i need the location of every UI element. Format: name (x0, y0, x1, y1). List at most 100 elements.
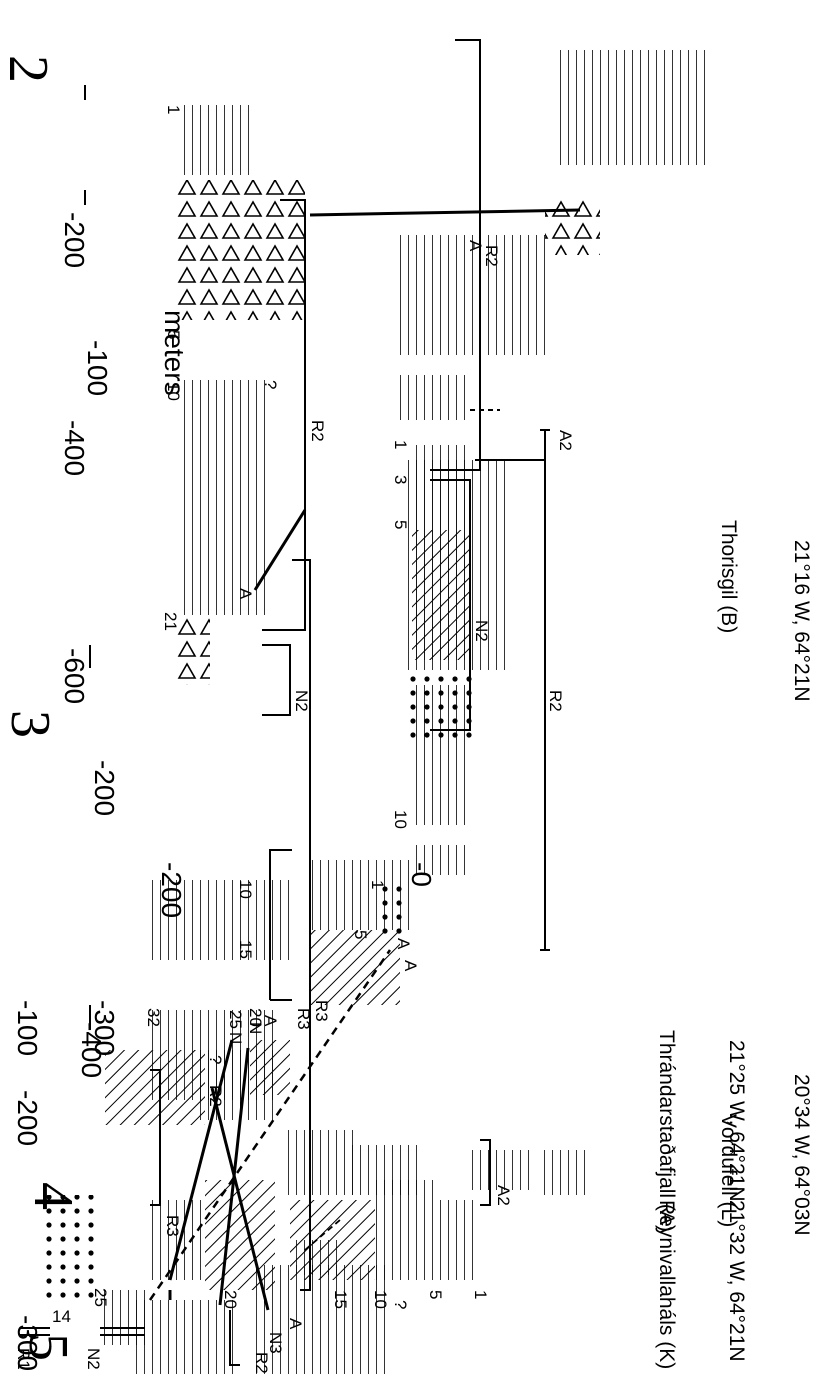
marker-A: A (401, 960, 420, 972)
location-coords: 21°32 W, 64°21N (725, 1200, 748, 1362)
lava-flow-stack (285, 1130, 360, 1195)
column-thorisgil: 3 -600 -400 -200 21 10 5 1 ? A N2 R2 (0, 39, 813, 740)
depth-tick: -100 (12, 1000, 43, 1056)
polarity-bracket (430, 479, 471, 731)
column-number: 2 (0, 55, 59, 83)
polarity-label: A (286, 1318, 305, 1330)
depth-tick: -200 (89, 760, 120, 816)
sediment-unit (310, 930, 400, 1005)
flow-number: 25 (91, 1288, 110, 1307)
lava-flow-stack (310, 860, 410, 930)
marker-A: A (236, 588, 255, 600)
flow-number: 1 (391, 440, 410, 449)
polarity-label: R1 (14, 1348, 33, 1370)
lava-flow-stack (465, 1150, 535, 1190)
polarity-bracket (480, 1139, 491, 1206)
sediment-unit (205, 1180, 275, 1290)
depth-tick: -200 (12, 1090, 43, 1146)
polarity-label: N (246, 1022, 265, 1034)
breccia-unit (175, 180, 305, 320)
flow-number: 25 (226, 1010, 245, 1029)
lava-flow-stack (395, 375, 465, 420)
lava-flow-stack (435, 1200, 475, 1280)
lava-flow-stack (145, 1200, 205, 1280)
polarity-label: R3 (294, 1008, 313, 1030)
polarity-label: N (226, 1032, 245, 1044)
polarity-bracket (269, 849, 292, 1001)
flow-number: 15 (331, 1290, 350, 1309)
depth-tick: -400 (59, 420, 90, 476)
lava-flow-stack (150, 880, 290, 960)
polarity-bracket (262, 644, 291, 716)
marker: ? (391, 1300, 410, 1309)
marker-A: A (394, 938, 413, 950)
lava-flow-stack (100, 1290, 150, 1345)
marker: ? (261, 380, 280, 389)
flow-number: 5 (164, 330, 183, 339)
depth-tick: -200 (59, 212, 90, 268)
marker-A: A (261, 1015, 280, 1027)
column-number: 4 (22, 1182, 84, 1210)
flow-number: 20 (221, 1290, 240, 1309)
flow-number: 5 (426, 1290, 445, 1299)
correlation-line (253, 509, 307, 591)
lava-flow-stack (540, 1150, 590, 1195)
flow-lines (20, 1327, 50, 1336)
lava-flow-stack (375, 1180, 435, 1280)
sediment-unit (105, 1050, 205, 1125)
flow-number: 21 (161, 612, 180, 631)
polarity-label: N2 (292, 690, 311, 712)
polarity-bracket (292, 559, 311, 1291)
flow-number: 15 (236, 940, 255, 959)
location-name: Thorisgil (B) (717, 520, 740, 633)
flow-number: 3 (391, 475, 410, 484)
lava-flow-stack (200, 1050, 280, 1120)
polarity-bracket (262, 199, 306, 631)
polarity-bracket (229, 1310, 240, 1366)
flow-number: 1 (368, 880, 387, 889)
lava-flow-stack (180, 105, 255, 175)
polarity-bracket (150, 1069, 161, 1206)
lava-flow-stack (560, 50, 710, 165)
flow-number: 10 (391, 810, 410, 829)
column-number: 3 (0, 710, 61, 738)
polarity-bracket (540, 429, 550, 951)
polarity-label: N3 (266, 1332, 285, 1354)
flow-number: 20 (246, 1008, 265, 1027)
location-coords: 20°34 W, 64°03N (790, 1074, 813, 1236)
polarity-label: N2 (84, 1348, 103, 1370)
lava-flow-stack (400, 235, 550, 355)
breccia-unit (175, 615, 210, 685)
conglomerate-unit (45, 1195, 100, 1305)
lava-flow-stack (180, 380, 270, 615)
polarity-label: R2 (546, 690, 565, 712)
lava-flow-stack (255, 1265, 385, 1374)
depth-tick: -0 (406, 862, 437, 887)
location-name: Thrándarstaðafjall (A) (655, 1030, 678, 1232)
flow-number: 10 (164, 382, 183, 401)
flow-number: 10 (236, 880, 255, 899)
column-number: 5 (17, 1333, 79, 1361)
polarity-label: A2 (556, 430, 575, 451)
depth-tick: -600 (59, 648, 90, 704)
polarity-label: R2 (482, 245, 501, 267)
depth-tick: -300 (12, 1315, 43, 1371)
polarity-label: N2 (472, 620, 491, 642)
depth-tick: -300 (89, 1000, 120, 1056)
breccia-unit (545, 200, 600, 255)
flow-number: 32 (144, 1008, 163, 1027)
flow-number: 1 (471, 1290, 490, 1299)
gap (412, 825, 470, 845)
polarity-bracket (430, 39, 481, 471)
lava-flow-stack (405, 460, 505, 670)
correlation-line (309, 208, 581, 217)
sediment-unit (290, 1200, 375, 1280)
location-name: Vordufell (L) (717, 1114, 740, 1227)
polarity-label: R3 (163, 1215, 182, 1237)
flow-number: 1 (164, 105, 183, 114)
polarity-label: A2 (494, 1185, 513, 1206)
flow-number: 10 (371, 1290, 390, 1309)
depth-tick: -100 (82, 340, 113, 396)
